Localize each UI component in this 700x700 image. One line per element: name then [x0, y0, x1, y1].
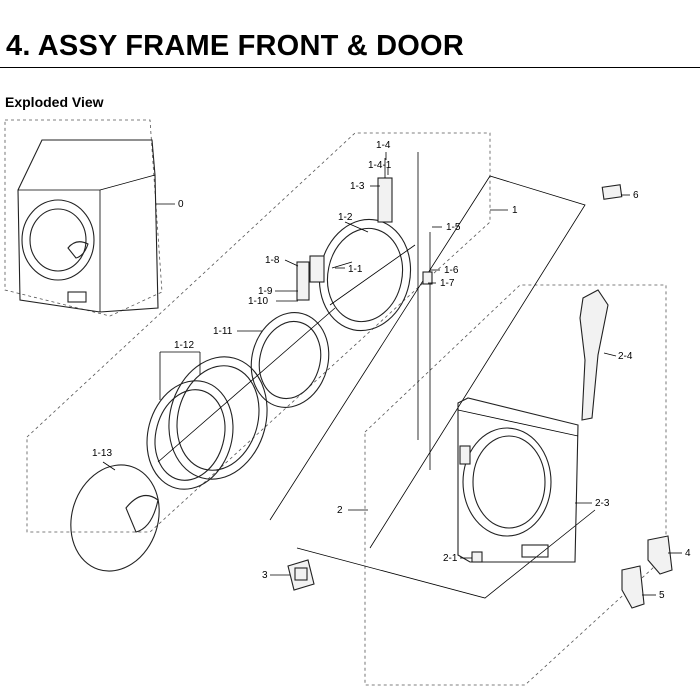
callout-2-3: 2-3 — [595, 498, 610, 509]
callout-2: 2 — [337, 505, 343, 516]
callout-6: 6 — [633, 190, 639, 201]
callout-1: 1 — [512, 205, 518, 216]
hinge-drawing — [296, 255, 325, 301]
side-strip-drawing — [579, 289, 609, 421]
page-title: 4. ASSY FRAME FRONT & DOOR — [6, 30, 464, 62]
frame-front-outline — [26, 132, 491, 533]
door-frame-ring — [318, 218, 416, 332]
section-subtitle: Exploded View — [5, 94, 104, 110]
assembly-outlines — [4, 119, 667, 686]
callout-3: 3 — [262, 570, 268, 581]
bracket-drawing — [287, 559, 315, 591]
callout-1-8: 1-8 — [265, 255, 280, 266]
leader-lines — [102, 152, 682, 596]
callout-4: 4 — [685, 548, 691, 559]
bracket-4-drawing — [647, 535, 673, 575]
callout-1-10: 1-10 — [248, 296, 268, 307]
latch-drawing — [377, 152, 433, 470]
label-plate-drawing — [601, 184, 623, 200]
callout-1-1: 1-1 — [348, 264, 363, 275]
callout-1-11: 1-11 — [213, 326, 233, 337]
callout-1-4-1: 1-4-1 — [368, 160, 392, 171]
cabinet-panel-outline — [364, 284, 667, 686]
callout-5: 5 — [659, 590, 665, 601]
callout-labels: 0 1 1-1 1-2 1-3 1-4 1-4-1 1-5 1-6 1-7 1-… — [92, 140, 691, 601]
callout-1-6: 1-6 — [444, 265, 459, 276]
door-outer-rings — [146, 356, 268, 490]
callout-1-7: 1-7 — [440, 278, 455, 289]
washer-drawing — [17, 139, 159, 313]
panel-plane-line — [296, 509, 596, 599]
title-rule — [0, 67, 700, 68]
door-inner-glass — [157, 307, 336, 463]
door-plane-line — [269, 175, 586, 549]
callout-1-12: 1-12 — [174, 340, 194, 351]
front-panel-drawing — [457, 397, 579, 563]
callout-0: 0 — [178, 199, 184, 210]
callout-1-5: 1-5 — [446, 222, 461, 233]
callout-1-13: 1-13 — [92, 448, 112, 459]
washer-outline — [4, 119, 163, 317]
callout-1-3: 1-3 — [350, 181, 365, 192]
callout-1-9: 1-9 — [258, 286, 273, 297]
callout-2-1: 2-1 — [443, 553, 458, 564]
callout-2-4: 2-4 — [618, 351, 633, 362]
bracket-5-drawing — [621, 565, 645, 609]
callout-1-4: 1-4 — [376, 140, 391, 151]
door-glass-drawing — [70, 464, 160, 572]
callout-1-2: 1-2 — [338, 212, 353, 223]
switch-drawing — [471, 551, 483, 563]
